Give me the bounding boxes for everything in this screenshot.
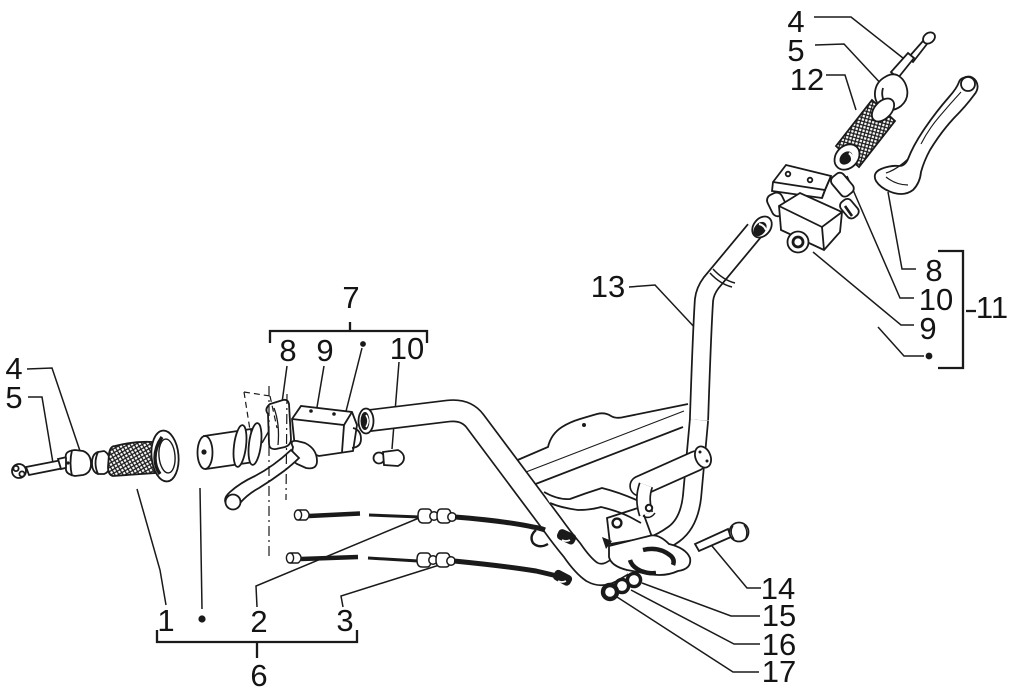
- svg-text:14: 14: [761, 571, 795, 606]
- svg-text:4: 4: [787, 4, 804, 39]
- svg-text:7: 7: [342, 280, 359, 315]
- svg-text:10: 10: [919, 282, 953, 317]
- svg-text:16: 16: [762, 627, 796, 662]
- svg-text:13: 13: [591, 269, 625, 304]
- svg-text:8: 8: [925, 253, 942, 288]
- svg-text:12: 12: [790, 62, 824, 97]
- svg-text:10: 10: [390, 331, 424, 366]
- svg-text:9: 9: [919, 311, 936, 346]
- svg-text:4: 4: [5, 351, 22, 386]
- svg-text:3: 3: [336, 603, 353, 638]
- svg-text:9: 9: [316, 333, 333, 368]
- svg-text:6: 6: [250, 658, 267, 693]
- svg-text:5: 5: [787, 33, 804, 68]
- svg-text:11: 11: [976, 290, 1008, 325]
- svg-text:5: 5: [5, 380, 22, 415]
- svg-text:15: 15: [762, 598, 796, 633]
- svg-text:2: 2: [250, 604, 267, 639]
- svg-text:1: 1: [157, 603, 174, 638]
- svg-text:17: 17: [762, 654, 796, 689]
- svg-text:8: 8: [279, 333, 296, 368]
